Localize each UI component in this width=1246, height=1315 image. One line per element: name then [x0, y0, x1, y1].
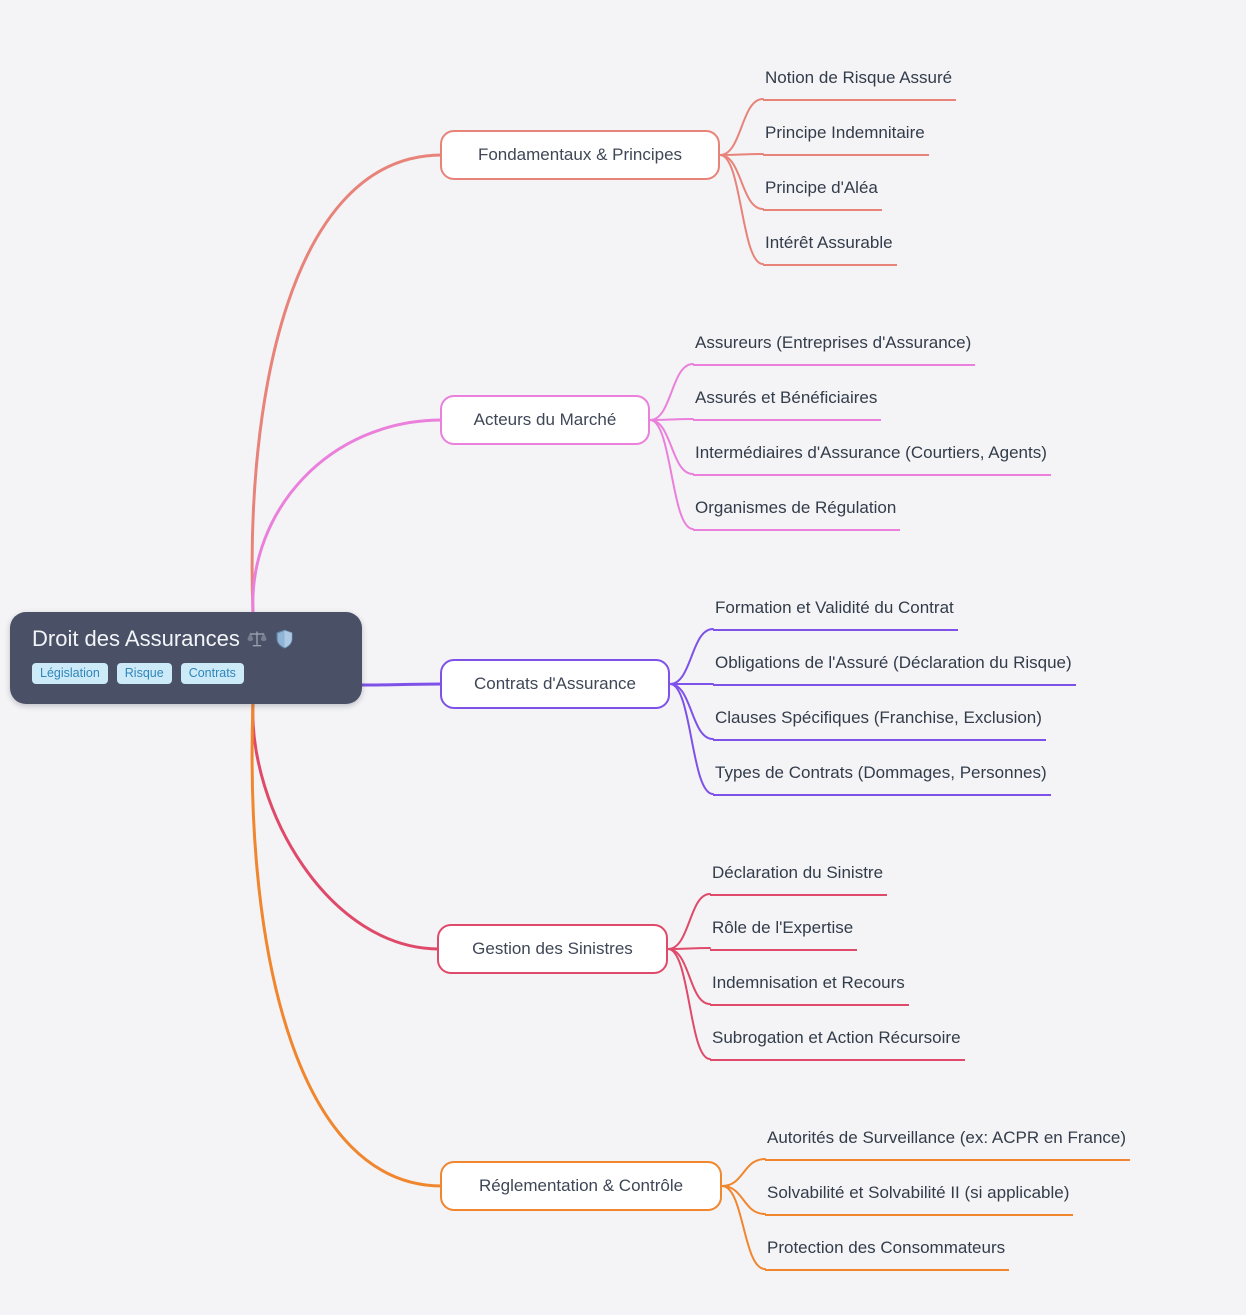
- connector-branch-leaf: [719, 154, 764, 210]
- branch-label: Gestion des Sinistres: [472, 939, 633, 958]
- connector-branch-leaf: [649, 418, 694, 421]
- leaf-node[interactable]: Obligations de l'Assuré (Déclaration du …: [713, 650, 1076, 686]
- leaf-node[interactable]: Indemnisation et Recours: [710, 970, 909, 1006]
- leaf-label: Rôle de l'Expertise: [712, 918, 854, 937]
- tag-contrats: Contrats: [180, 663, 244, 684]
- leaf-node[interactable]: Rôle de l'Expertise: [710, 915, 858, 951]
- leaf-node[interactable]: Organismes de Régulation: [693, 495, 901, 531]
- leaf-label: Indemnisation et Recours: [712, 973, 905, 992]
- leaf-label: Assureurs (Entreprises d'Assurance): [695, 333, 972, 352]
- leaf-node[interactable]: Intérêt Assurable: [763, 230, 897, 266]
- connector-branch-leaf: [721, 1158, 766, 1187]
- branch-label: Acteurs du Marché: [473, 410, 617, 429]
- leaf-label: Intérêt Assurable: [765, 233, 893, 252]
- connector-root-branch: [250, 700, 444, 1188]
- leaf-label: Clauses Spécifiques (Franchise, Exclusio…: [715, 708, 1042, 727]
- branch-label: Contrats d'Assurance: [474, 674, 636, 693]
- connector-root-branch: [251, 700, 441, 951]
- leaf-node[interactable]: Subrogation et Action Récursoire: [710, 1025, 965, 1061]
- leaf-node[interactable]: Principe Indemnitaire: [763, 120, 929, 156]
- leaf-node[interactable]: Clauses Spécifiques (Franchise, Exclusio…: [713, 705, 1046, 741]
- connector-branch-leaf: [667, 948, 711, 1005]
- connector-branch-leaf: [721, 1185, 766, 1215]
- leaf-node[interactable]: Notion de Risque Assuré: [763, 65, 957, 101]
- connector-branch-leaf: [719, 98, 764, 156]
- connector-branch-leaf: [649, 363, 694, 421]
- connector-root-branch: [251, 418, 444, 615]
- leaf-label: Autorités de Surveillance (ex: ACPR en F…: [767, 1128, 1127, 1147]
- leaf-label: Formation et Validité du Contrat: [715, 598, 954, 617]
- scales-icon: [247, 629, 267, 649]
- branch-node-reglementation[interactable]: Réglementation & Contrôle: [440, 1161, 722, 1211]
- root-title-text: Droit des Assurances: [32, 626, 240, 651]
- branch-label: Réglementation & Contrôle: [478, 1176, 684, 1195]
- connector-branch-leaf: [669, 628, 714, 685]
- connector-branch-leaf: [649, 419, 694, 530]
- root-tags: Législation Risque Contrats: [32, 663, 340, 684]
- leaf-node[interactable]: Formation et Validité du Contrat: [713, 595, 958, 631]
- leaf-label: Solvabilité et Solvabilité II (si applic…: [767, 1183, 1070, 1202]
- shield-icon: [274, 628, 295, 650]
- leaf-node[interactable]: Protection des Consommateurs: [765, 1235, 1010, 1271]
- leaf-node[interactable]: Intermédiaires d'Assurance (Courtiers, A…: [693, 440, 1051, 476]
- leaf-label: Subrogation et Action Récursoire: [712, 1028, 961, 1047]
- leaf-label: Obligations de l'Assuré (Déclaration du …: [715, 653, 1072, 672]
- leaf-label: Principe d'Aléa: [765, 178, 878, 197]
- connector-root-branch: [360, 682, 444, 687]
- connector-branch-leaf: [649, 419, 694, 475]
- tag-risque: Risque: [116, 663, 172, 684]
- leaf-node[interactable]: Principe d'Aléa: [763, 175, 882, 211]
- branch-node-acteurs[interactable]: Acteurs du Marché: [440, 395, 650, 445]
- leaf-node[interactable]: Assurés et Bénéficiaires: [693, 385, 882, 421]
- leaf-node[interactable]: Déclaration du Sinistre: [710, 860, 888, 896]
- connector-branch-leaf: [667, 893, 711, 950]
- tag-legislation: Législation: [32, 663, 108, 684]
- root-title: Droit des Assurances: [32, 626, 340, 652]
- leaf-label: Assurés et Bénéficiaires: [695, 388, 878, 407]
- leaf-node[interactable]: Autorités de Surveillance (ex: ACPR en F…: [765, 1125, 1131, 1161]
- connector-branch-leaf: [667, 947, 711, 950]
- root-node[interactable]: Droit des Assurances Législation Risq: [10, 612, 362, 704]
- leaf-node[interactable]: Assureurs (Entreprises d'Assurance): [693, 330, 976, 366]
- leaf-label: Organismes de Régulation: [695, 498, 897, 517]
- leaf-label: Notion de Risque Assuré: [765, 68, 953, 87]
- leaf-label: Types de Contrats (Dommages, Personnes): [715, 763, 1047, 782]
- connector-branch-leaf: [669, 683, 714, 740]
- branch-label: Fondamentaux & Principes: [477, 145, 683, 164]
- leaf-node[interactable]: Solvabilité et Solvabilité II (si applic…: [765, 1180, 1074, 1216]
- connector-branch-leaf: [719, 154, 764, 265]
- leaf-node[interactable]: Types de Contrats (Dommages, Personnes): [713, 760, 1051, 796]
- connector-branch-leaf: [719, 153, 764, 156]
- branch-node-fondamentaux[interactable]: Fondamentaux & Principes: [440, 130, 720, 180]
- leaf-label: Principe Indemnitaire: [765, 123, 925, 142]
- leaf-label: Protection des Consommateurs: [767, 1238, 1006, 1257]
- branch-node-gestion[interactable]: Gestion des Sinistres: [437, 924, 668, 974]
- leaf-label: Intermédiaires d'Assurance (Courtiers, A…: [695, 443, 1047, 462]
- connector-branch-leaf: [669, 683, 714, 795]
- connector-branch-leaf: [721, 1185, 766, 1270]
- branch-node-contrats[interactable]: Contrats d'Assurance: [440, 659, 670, 709]
- connector-branch-leaf: [667, 948, 711, 1060]
- connector-root-branch: [250, 153, 444, 615]
- leaf-label: Déclaration du Sinistre: [712, 863, 884, 882]
